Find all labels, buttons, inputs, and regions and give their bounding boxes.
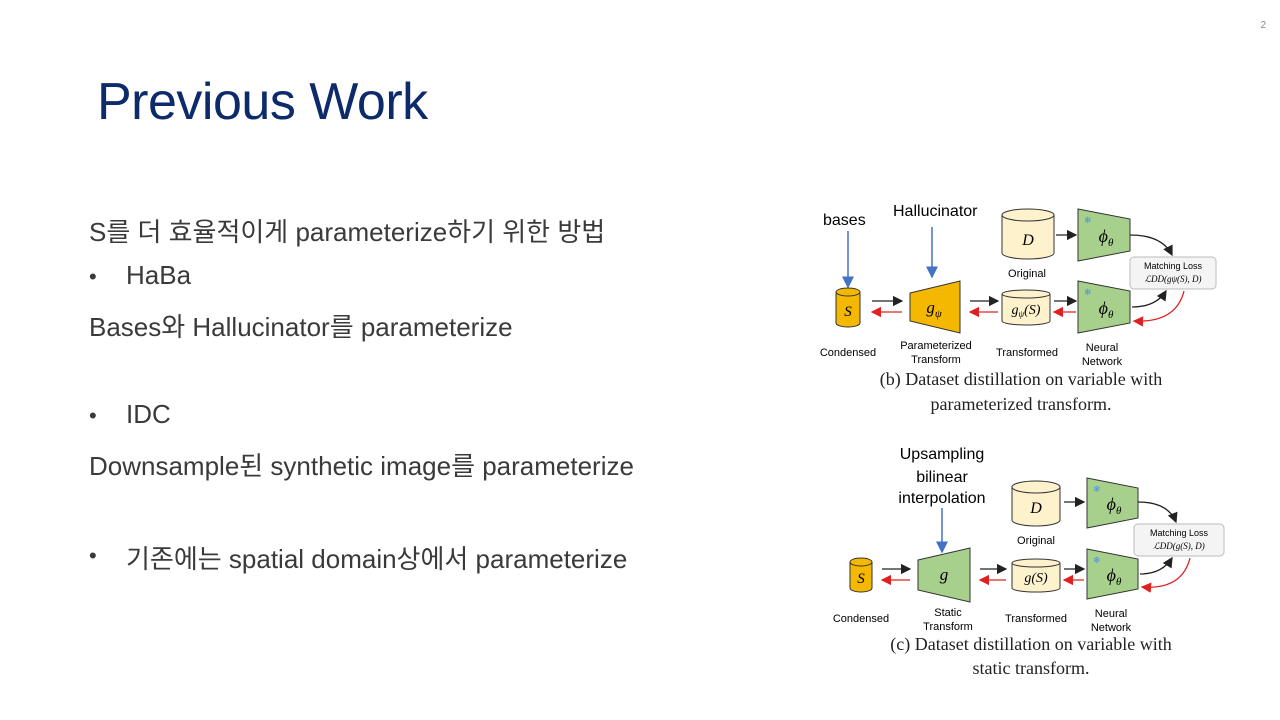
caption-c-line1: (c) Dataset distillation on variable wit… xyxy=(890,634,1171,655)
slide-title: Previous Work xyxy=(97,73,428,131)
transformed-node: gψ(S) xyxy=(1001,289,1051,326)
label-original: Original xyxy=(1017,535,1055,547)
annot-bases: bases xyxy=(823,212,866,229)
label-neural: Neural xyxy=(1095,608,1127,620)
condensed-node: S xyxy=(849,557,873,593)
label-original: Original xyxy=(1008,268,1046,280)
flow-arrow xyxy=(1137,501,1178,524)
caption-b-line1: (b) Dataset distillation on variable wit… xyxy=(880,369,1162,390)
label-neural: Network xyxy=(1082,356,1123,368)
label-static: Static xyxy=(934,607,962,619)
caption-c-line2: static transform. xyxy=(973,658,1090,678)
bullet-haba: HaBa xyxy=(126,260,192,290)
bullet-marker: • xyxy=(89,264,97,289)
flow-arrow xyxy=(1131,289,1167,308)
svg-text:❄: ❄ xyxy=(1084,215,1092,225)
gradient-arrow xyxy=(1132,290,1185,327)
label-condensed: Condensed xyxy=(833,613,889,625)
label-static: Transform xyxy=(923,621,973,633)
bullet-marker: • xyxy=(89,403,97,428)
svg-text:❄: ❄ xyxy=(1084,287,1092,297)
original-dataset-node: D xyxy=(1011,480,1061,527)
node-s-label: S xyxy=(857,571,865,587)
annot-hallucinator: Hallucinator xyxy=(893,203,978,220)
loss-title: Matching Loss xyxy=(1150,528,1209,538)
idc-description: Downsample된 synthetic image를 parameteriz… xyxy=(89,451,634,481)
bullet-marker: • xyxy=(89,543,97,568)
parameterized-transform-node: gψ xyxy=(909,280,961,334)
svg-text:❄: ❄ xyxy=(1093,484,1101,494)
node-d-label: D xyxy=(1021,232,1034,249)
annot-upsampling: Upsampling xyxy=(900,446,984,463)
svg-text:ϕθ: ϕθ xyxy=(1099,298,1114,321)
loss-title: Matching Loss xyxy=(1144,261,1203,271)
intro-text: S를 더 효율적이게 parameterize하기 위한 방법 xyxy=(89,217,606,247)
svg-text:gψ: gψ xyxy=(926,298,942,320)
bullet-spatial: 기존에는 spatial domain상에서 parameterize xyxy=(126,544,628,574)
neural-network-top: ϕθ ❄ xyxy=(1077,208,1131,262)
svg-text:gψ(S): gψ(S) xyxy=(1012,303,1041,319)
label-transformed: Transformed xyxy=(996,347,1058,359)
svg-text:❄: ❄ xyxy=(1093,555,1101,565)
label-param-transform: Parameterized xyxy=(900,340,972,352)
svg-text:ϕθ: ϕθ xyxy=(1107,494,1122,517)
loss-formula: ℒDD(g(S), D) xyxy=(1153,541,1204,551)
neural-network-bottom: ϕθ ❄ xyxy=(1086,548,1139,600)
static-transform-node: g xyxy=(917,547,971,603)
neural-network-top: ϕθ ❄ xyxy=(1086,477,1139,529)
label-neural: Neural xyxy=(1086,342,1118,354)
bullet-idc: IDC xyxy=(126,399,171,429)
flow-arrow xyxy=(1129,234,1173,257)
slide-number: 2 xyxy=(1260,20,1266,31)
label-transformed: Transformed xyxy=(1005,613,1067,625)
matching-loss-box: Matching Loss ℒDD(g(S), D) xyxy=(1133,523,1225,557)
label-condensed: Condensed xyxy=(820,347,876,359)
figure-b-diagram: bases Hallucinator D Original ϕθ ❄ Match… xyxy=(820,203,1217,414)
neural-network-bottom: ϕθ ❄ xyxy=(1077,280,1131,334)
annot-interpolation: interpolation xyxy=(898,490,985,507)
loss-formula: ℒDD(gψ(S), D) xyxy=(1144,274,1201,284)
matching-loss-box: Matching Loss ℒDD(gψ(S), D) xyxy=(1129,256,1217,290)
annot-bilinear: bilinear xyxy=(916,469,968,486)
condensed-node: S xyxy=(835,287,861,328)
transformed-node: g(S) xyxy=(1011,558,1061,593)
gradient-arrow xyxy=(1140,557,1191,593)
figure-c-diagram: Upsampling bilinear interpolation D Orig… xyxy=(833,446,1225,678)
node-d-label: D xyxy=(1029,500,1042,517)
original-dataset-node: D xyxy=(1001,208,1055,260)
node-gs-label: g(S) xyxy=(1024,571,1048,586)
svg-text:ϕθ: ϕθ xyxy=(1107,565,1122,588)
flow-arrow xyxy=(1139,556,1173,575)
label-neural: Network xyxy=(1091,622,1132,634)
node-g-label: g xyxy=(940,565,949,584)
node-s-label: S xyxy=(844,304,852,320)
label-param-transform: Transform xyxy=(911,354,961,366)
caption-b-line2: parameterized transform. xyxy=(931,394,1112,414)
haba-description: Bases와 Hallucinator를 parameterize xyxy=(89,312,513,342)
svg-text:ϕθ: ϕθ xyxy=(1099,226,1114,249)
